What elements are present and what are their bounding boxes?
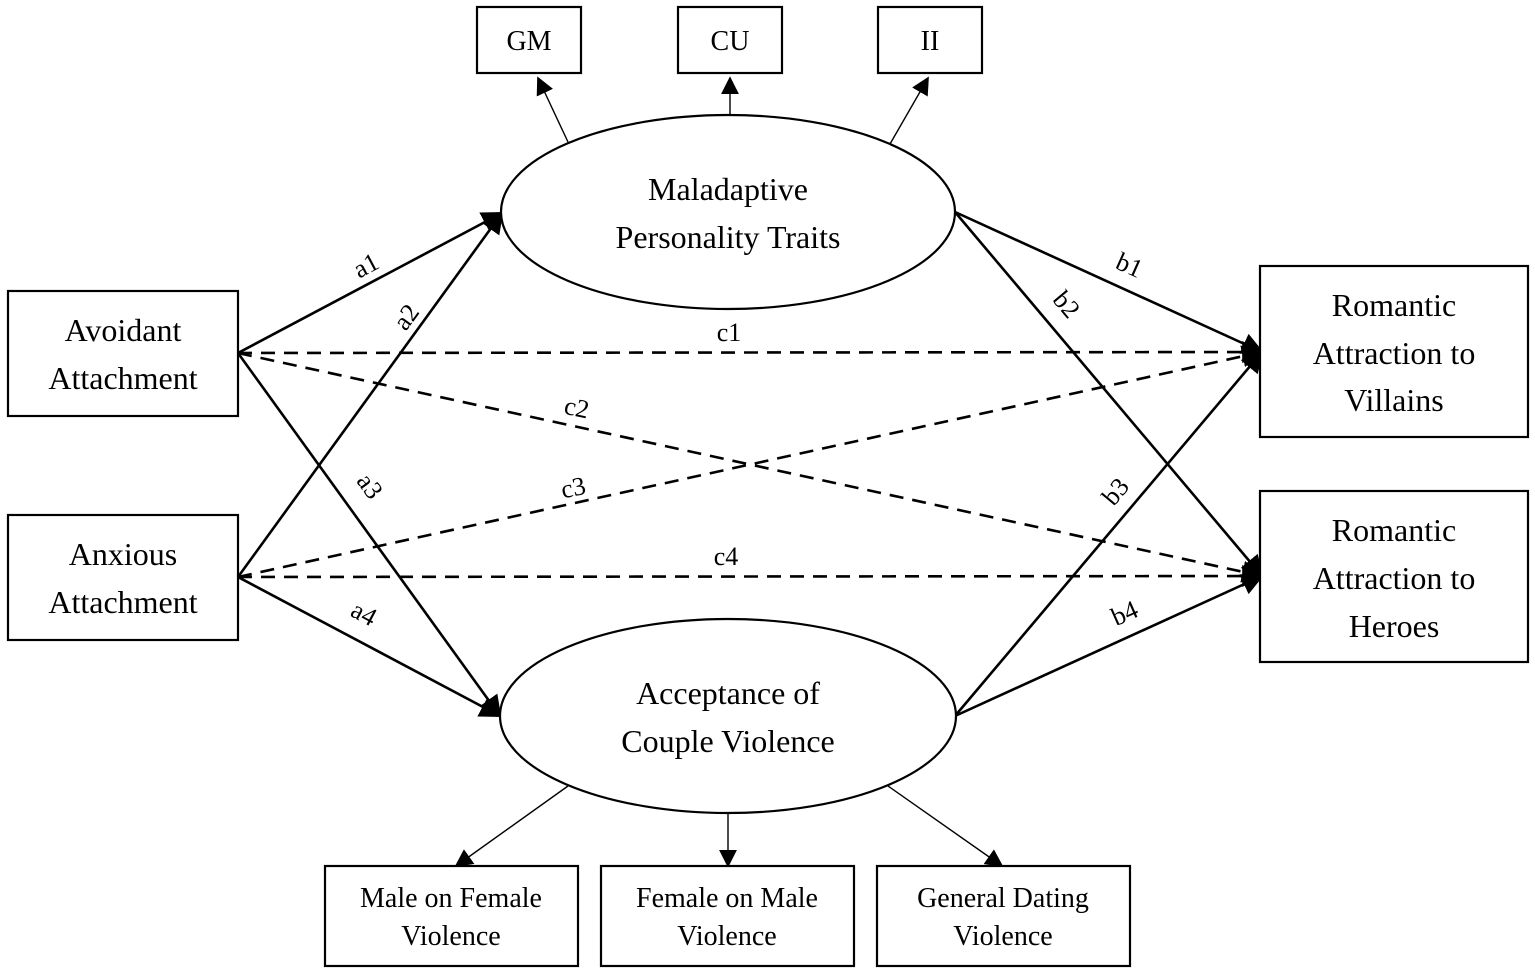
path-label-b1: b1 [1112, 247, 1148, 284]
avoidant-box [6, 289, 240, 418]
path-a2 [236, 211, 504, 578]
maladaptive-label-line1: Maladaptive [648, 171, 808, 207]
gm-label: GM [506, 26, 551, 57]
path-label-c3: c3 [558, 471, 588, 504]
path-b2 [954, 211, 1264, 578]
villains-label-line2: Attraction to [1313, 335, 1476, 371]
path-label-c1: c1 [717, 318, 742, 347]
acceptance-label-line2: Couple Violence [621, 723, 834, 759]
heroes-label-line2: Attraction to [1313, 560, 1476, 596]
arrow-acceptance-to-male-on-female [454, 785, 569, 868]
path-label-b4: b4 [1107, 595, 1143, 632]
path-c2 [237, 351, 1265, 583]
path-label-c4: c4 [714, 542, 739, 571]
arrow-acceptance-to-general-dating [887, 785, 1004, 868]
villains-box [1258, 264, 1530, 439]
path-a3 [236, 352, 502, 718]
path-label-a2: a2 [387, 299, 425, 336]
general-dating-label-line1: General Dating [917, 883, 1089, 914]
heroes-label-line3: Heroes [1349, 608, 1440, 644]
ii-box [876, 5, 984, 75]
path-c3 [237, 345, 1265, 579]
anxious-box [6, 513, 240, 642]
villains-label-line3: Villains [1344, 382, 1443, 418]
path-a4 [237, 575, 502, 718]
gm-box [475, 5, 583, 75]
arrow-maladaptive-to-ii [889, 76, 929, 145]
female-on-male-box [599, 864, 856, 968]
female-on-male-label-line2: Violence [677, 921, 776, 952]
path-label-a4: a4 [346, 595, 381, 632]
ii-label: II [921, 26, 940, 57]
avoidant-label-line1: Avoidant [65, 312, 182, 348]
path-label-a3: a3 [351, 468, 389, 505]
path-a1 [237, 211, 504, 355]
female-on-male-label-line1: Female on Male [636, 883, 818, 914]
villains-label-line1: Romantic [1332, 287, 1456, 323]
arrow-maladaptive-to-gm [536, 76, 569, 143]
path-label-b2: b2 [1047, 285, 1086, 324]
path-b1 [954, 210, 1265, 354]
path-label-c2: c2 [562, 391, 592, 424]
cu-box [676, 5, 784, 75]
path-c4 [237, 565, 1265, 588]
maladaptive-label-line2: Personality Traits [616, 219, 841, 255]
general-dating-box [875, 864, 1132, 968]
path-b4 [954, 574, 1265, 718]
path-b3 [954, 350, 1264, 717]
acceptance-label-line1: Acceptance of [636, 675, 820, 711]
avoidant-label-line2: Attachment [48, 360, 197, 396]
general-dating-label-line2: Violence [953, 921, 1052, 952]
path-c1 [237, 341, 1265, 364]
anxious-label-line2: Attachment [48, 584, 197, 620]
male-on-female-label-line1: Male on Female [360, 883, 542, 914]
male-on-female-box [323, 864, 580, 968]
maladaptive-ellipse [499, 113, 957, 311]
anxious-label-line1: Anxious [69, 536, 177, 572]
path-label-b3: b3 [1096, 472, 1135, 511]
heroes-label-line1: Romantic [1332, 512, 1456, 548]
heroes-box [1258, 489, 1530, 664]
acceptance-ellipse [498, 617, 958, 815]
male-on-female-label-line2: Violence [401, 921, 500, 952]
cu-label: CU [711, 26, 750, 57]
